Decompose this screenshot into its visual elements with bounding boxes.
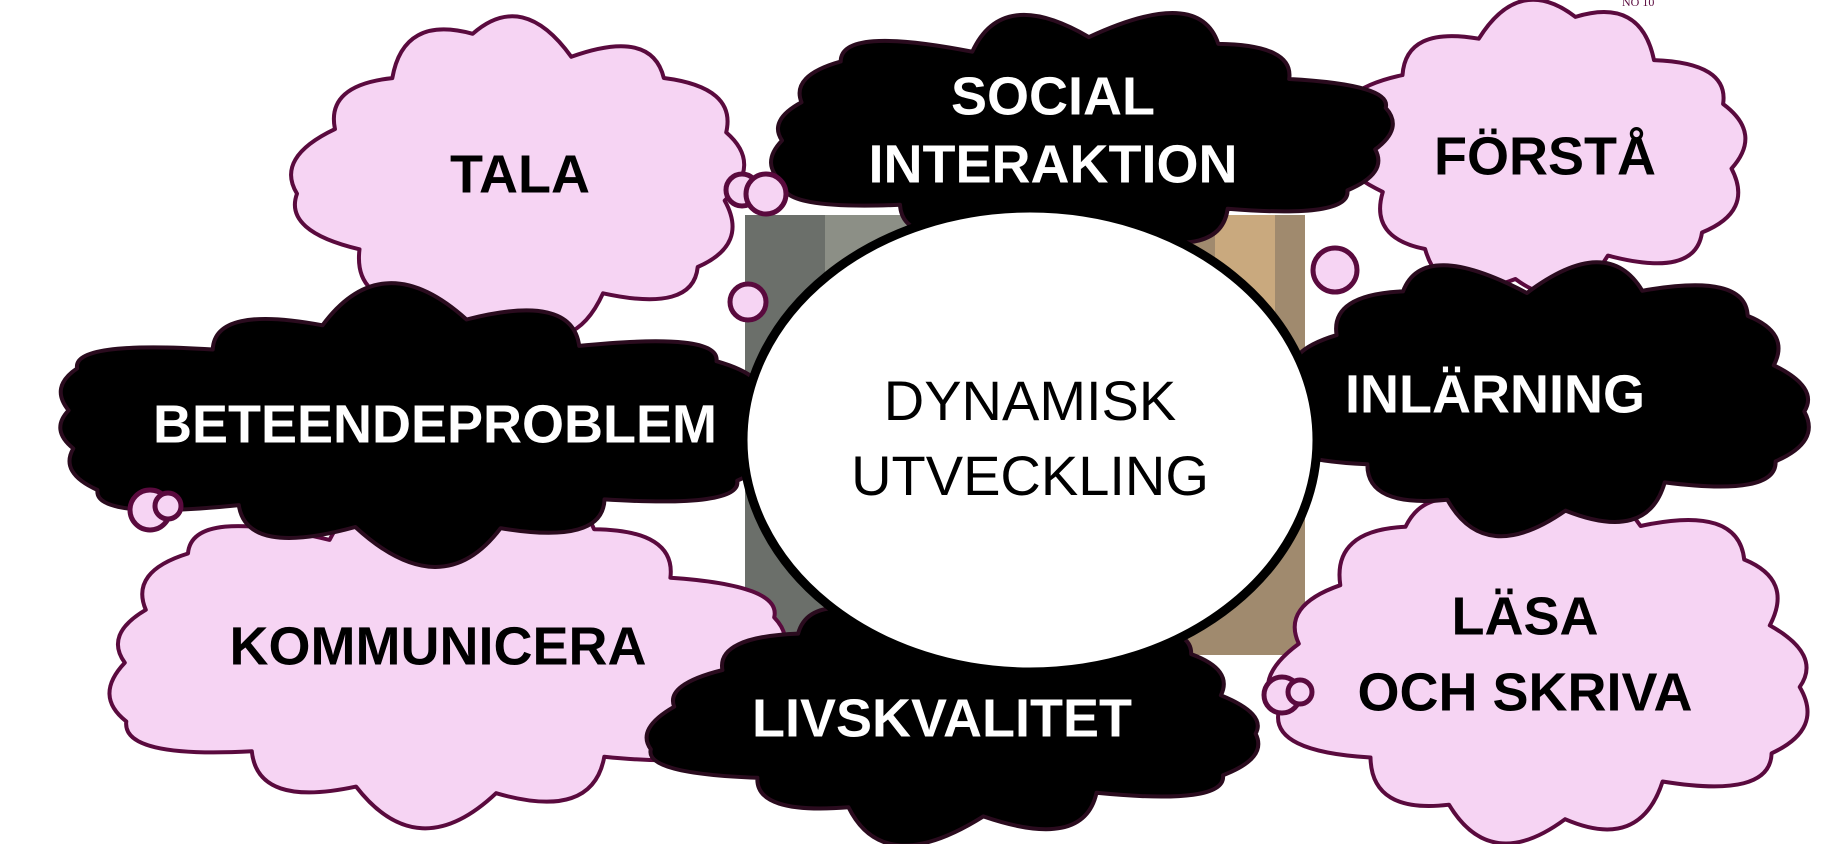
cloud-livskvalitet-label: LIVSKVALITET [752, 688, 1132, 748]
center-node: DYNAMISK UTVECKLING [738, 203, 1322, 677]
thought-bubble [152, 490, 184, 522]
corner-mark: NO 10 [1622, 0, 1654, 9]
cloud-social-line1: SOCIAL [951, 66, 1155, 126]
cloud-beteendeproblem: BETEENDEPROBLEM [58, 281, 776, 569]
cloud-forsta: FÖRSTÅ [1336, 0, 1748, 297]
thought-bubble [1310, 245, 1360, 295]
cloud-tala: TALA [289, 14, 747, 343]
thought-bubble [727, 281, 769, 323]
cloud-shape [107, 490, 788, 831]
thought-bubble [743, 171, 789, 217]
cloud-forsta-label: FÖRSTÅ [1434, 126, 1656, 186]
cloud-shape [769, 11, 1395, 271]
thought-bubble [1285, 677, 1315, 707]
cloud-inlarning: INLÄRNING [1265, 260, 1811, 539]
cloud-social-line2: INTERAKTION [869, 134, 1238, 194]
cloud-shape [289, 14, 747, 343]
cloud-lasa-line1: LÄSA [1452, 586, 1599, 646]
cloud-beteendeproblem-label: BETEENDEPROBLEM [153, 394, 717, 454]
cloud-tala-label: TALA [450, 144, 590, 204]
cloud-kommunicera-label: KOMMUNICERA [230, 616, 647, 676]
center-label-line1: DYNAMISK [884, 369, 1177, 432]
cloud-kommunicera: KOMMUNICERA [107, 490, 788, 831]
cloud-lasa-och-skriva: LÄSA OCH SKRIVA [1265, 495, 1810, 844]
cloud-shape [58, 281, 776, 569]
thought-bubbles [127, 171, 1360, 716]
cloud-lasa-line2: OCH SKRIVA [1357, 662, 1692, 722]
cloud-shape [1265, 495, 1810, 844]
center-ellipse [738, 203, 1322, 677]
center-label-line2: UTVECKLING [851, 444, 1209, 507]
cloud-inlarning-label: INLÄRNING [1345, 364, 1645, 424]
cloud-social-interaktion: SOCIAL INTERAKTION [769, 11, 1395, 271]
